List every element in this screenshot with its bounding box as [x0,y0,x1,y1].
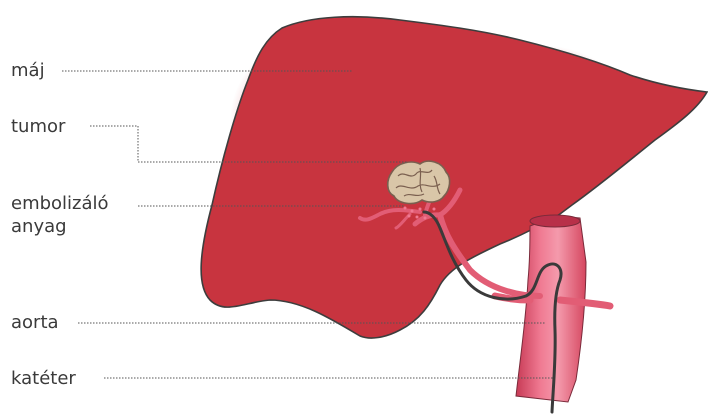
label-aorta: aorta [11,312,59,334]
tumor-mass [388,161,450,203]
liver [201,17,707,338]
label-embolizing-material: embolizáló anyag [11,192,109,238]
aorta-top [530,215,580,227]
label-tumor: tumor [11,116,65,138]
label-catheter: katéter [11,368,76,390]
label-embolizing-line1: embolizáló [11,192,109,215]
aorta [495,215,610,402]
label-liver: máj [11,60,45,82]
label-embolizing-line2: anyag [11,215,109,238]
aorta-vessel [516,217,586,402]
